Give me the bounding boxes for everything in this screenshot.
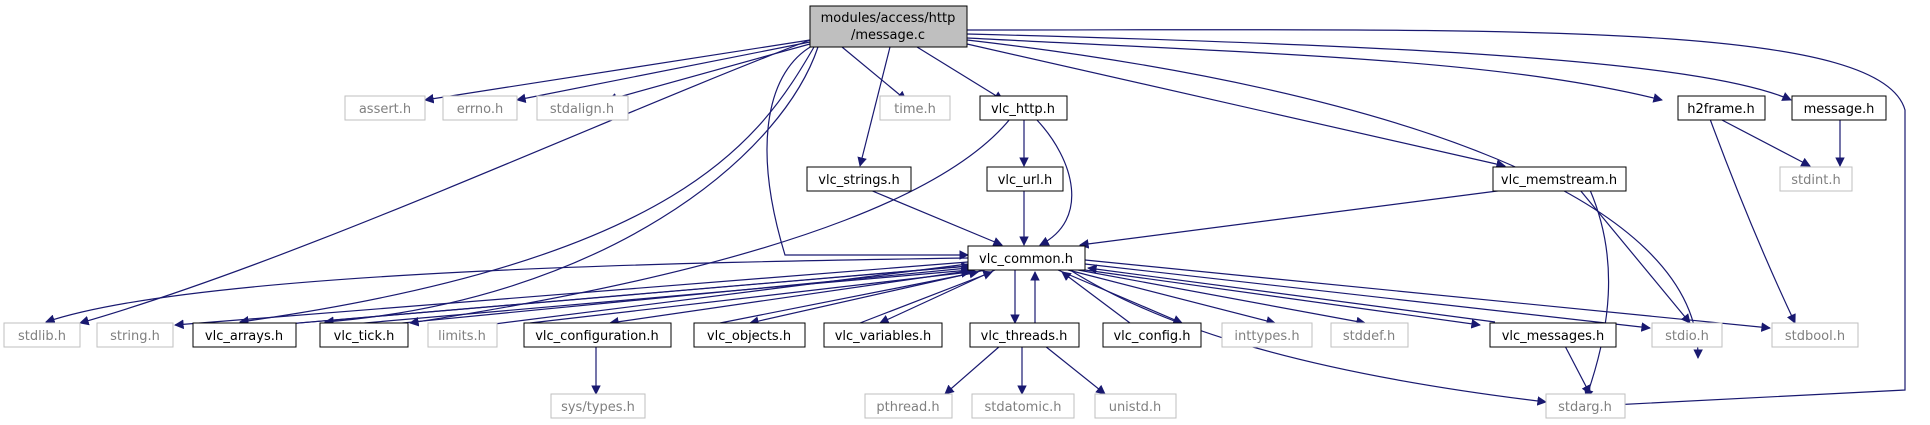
node-vlc-tick-h[interactable]: vlc_tick.h xyxy=(319,322,409,348)
svg-text:limits.h: limits.h xyxy=(438,329,486,344)
svg-text:stdbool.h: stdbool.h xyxy=(1785,329,1845,344)
node-vlc-configuration-h[interactable]: vlc_configuration.h xyxy=(523,322,672,348)
node-stdarg-h[interactable]: stdarg.h xyxy=(1545,393,1626,419)
svg-text:message.h: message.h xyxy=(1804,102,1875,117)
svg-text:vlc_memstream.h: vlc_memstream.h xyxy=(1501,173,1617,188)
svg-text:stdio.h: stdio.h xyxy=(1665,329,1709,344)
svg-text:inttypes.h: inttypes.h xyxy=(1234,329,1299,344)
svg-text:errno.h: errno.h xyxy=(457,102,504,117)
svg-text:vlc_threads.h: vlc_threads.h xyxy=(981,329,1068,344)
svg-text:stdlib.h: stdlib.h xyxy=(18,329,66,344)
node-vlc-url-h[interactable]: vlc_url.h xyxy=(986,166,1064,192)
root-label-line1: modules/access/http xyxy=(821,11,956,26)
node-vlc-objects-h[interactable]: vlc_objects.h xyxy=(693,322,806,348)
svg-text:vlc_arrays.h: vlc_arrays.h xyxy=(205,329,283,344)
node-unistd-h[interactable]: unistd.h xyxy=(1094,393,1177,419)
svg-text:vlc_objects.h: vlc_objects.h xyxy=(707,329,791,344)
svg-text:vlc_config.h: vlc_config.h xyxy=(1113,329,1190,344)
node-vlc-http-h[interactable]: vlc_http.h xyxy=(979,95,1068,121)
root-node[interactable]: modules/access/http /message.c xyxy=(809,5,968,48)
svg-text:vlc_url.h: vlc_url.h xyxy=(998,173,1053,188)
node-vlc-strings-h[interactable]: vlc_strings.h xyxy=(806,166,912,192)
svg-text:vlc_tick.h: vlc_tick.h xyxy=(334,329,395,344)
node-stdio-h[interactable]: stdio.h xyxy=(1651,322,1723,348)
root-label-line2: /message.c xyxy=(851,28,925,43)
node-sys-types-h[interactable]: sys/types.h xyxy=(550,393,646,419)
node-h2frame-h[interactable]: h2frame.h xyxy=(1677,95,1766,121)
edges xyxy=(45,29,1906,410)
node-vlc-common-h[interactable]: vlc_common.h xyxy=(967,245,1086,271)
svg-text:vlc_configuration.h: vlc_configuration.h xyxy=(535,329,659,344)
node-stdbool-h[interactable]: stdbool.h xyxy=(1771,322,1859,348)
node-vlc-config-h[interactable]: vlc_config.h xyxy=(1102,322,1202,348)
node-message-h[interactable]: message.h xyxy=(1791,95,1887,121)
svg-text:stddef.h: stddef.h xyxy=(1343,329,1395,344)
svg-text:pthread.h: pthread.h xyxy=(876,400,939,415)
svg-text:vlc_messages.h: vlc_messages.h xyxy=(1502,329,1605,344)
node-vlc-memstream-h[interactable]: vlc_memstream.h xyxy=(1492,166,1627,192)
node-vlc-arrays-h[interactable]: vlc_arrays.h xyxy=(192,322,297,348)
node-limits-h[interactable]: limits.h xyxy=(427,322,498,348)
node-stdalign-h[interactable]: stdalign.h xyxy=(536,95,629,121)
svg-text:assert.h: assert.h xyxy=(359,102,411,117)
svg-text:stdatomic.h: stdatomic.h xyxy=(985,400,1062,415)
svg-text:time.h: time.h xyxy=(894,102,936,117)
node-vlc-messages-h[interactable]: vlc_messages.h xyxy=(1489,322,1617,348)
node-stdlib-h[interactable]: stdlib.h xyxy=(3,322,81,348)
node-stdint-h[interactable]: stdint.h xyxy=(1779,166,1853,192)
node-assert-h[interactable]: assert.h xyxy=(344,95,426,121)
node-time-h[interactable]: time.h xyxy=(879,95,951,121)
svg-text:stdalign.h: stdalign.h xyxy=(550,102,614,117)
svg-text:string.h: string.h xyxy=(110,329,160,344)
svg-text:sys/types.h: sys/types.h xyxy=(561,400,635,415)
node-pthread-h[interactable]: pthread.h xyxy=(864,393,953,419)
node-stdatomic-h[interactable]: stdatomic.h xyxy=(971,393,1075,419)
node-string-h[interactable]: string.h xyxy=(96,322,174,348)
node-vlc-threads-h[interactable]: vlc_threads.h xyxy=(969,322,1080,348)
svg-text:vlc_strings.h: vlc_strings.h xyxy=(818,173,899,188)
svg-text:h2frame.h: h2frame.h xyxy=(1687,102,1754,117)
node-vlc-variables-h[interactable]: vlc_variables.h xyxy=(823,322,943,348)
svg-text:vlc_common.h: vlc_common.h xyxy=(979,252,1073,267)
svg-text:vlc_http.h: vlc_http.h xyxy=(991,102,1055,117)
svg-text:stdint.h: stdint.h xyxy=(1791,173,1840,188)
nodes: modules/access/http /message.c assert.h … xyxy=(3,5,1887,419)
svg-text:stdarg.h: stdarg.h xyxy=(1558,400,1612,415)
node-errno-h[interactable]: errno.h xyxy=(442,95,518,121)
svg-text:unistd.h: unistd.h xyxy=(1109,400,1162,415)
svg-text:vlc_variables.h: vlc_variables.h xyxy=(835,329,932,344)
node-inttypes-h[interactable]: inttypes.h xyxy=(1221,322,1313,348)
node-stddef-h[interactable]: stddef.h xyxy=(1330,322,1409,348)
